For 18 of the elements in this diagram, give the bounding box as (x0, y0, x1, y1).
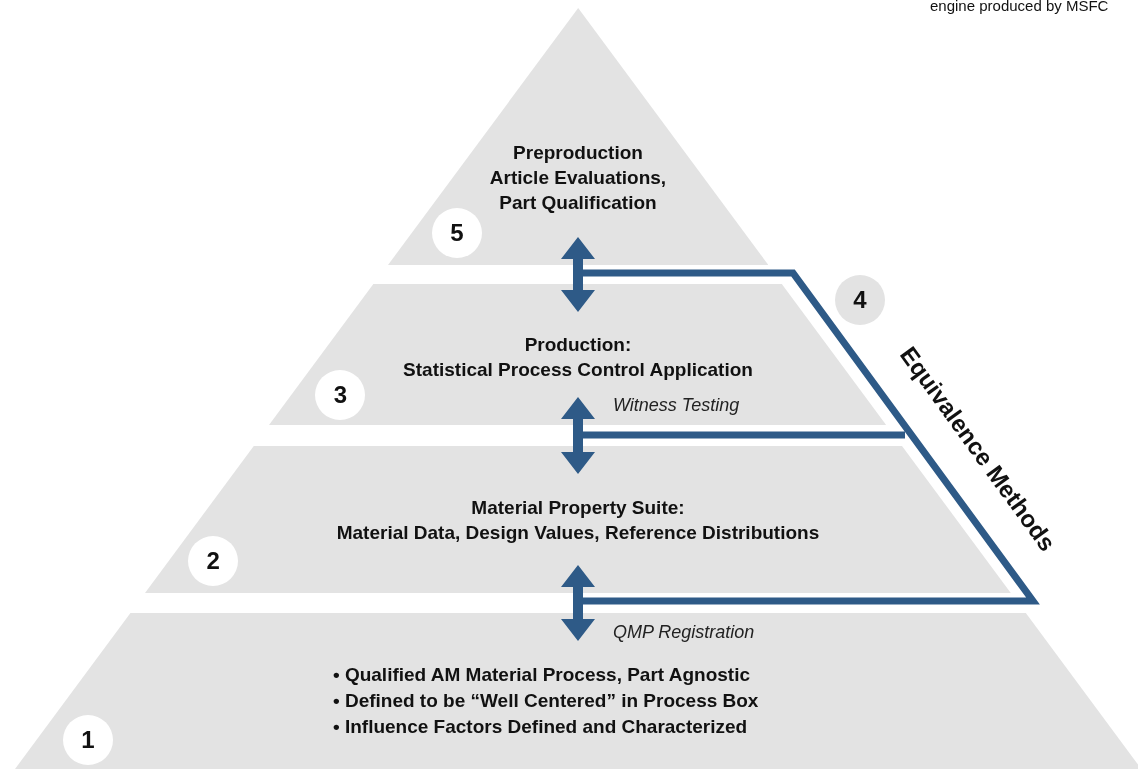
step-number: 4 (835, 275, 885, 325)
tier-heading: Production: (523, 333, 633, 357)
bullet-item: • Influence Factors Defined and Characterized (333, 715, 748, 739)
double-arrow (561, 565, 595, 641)
edge-label: QMP Registration (611, 622, 757, 643)
pyramid-tier (14, 613, 1138, 769)
bullet-item: • Defined to be “Well Centered” in Process Box (333, 689, 759, 713)
source-note: engine produced by MSFC (930, 0, 1109, 14)
bullet-item: • Qualified AM Material Process, Part Agnostic (333, 663, 750, 687)
tier-heading: Material Property Suite: (470, 496, 686, 520)
double-arrow (561, 237, 595, 312)
edge-label: Witness Testing (611, 395, 742, 416)
pyramid-top-tier (387, 8, 769, 265)
double-arrow (561, 397, 595, 474)
tier-text: Preproduction Article Evaluations, Part Qualification (488, 141, 668, 215)
pyramid-tier (269, 284, 887, 425)
tier-text: Material Data, Design Values, Reference Distributions (335, 521, 821, 545)
tier-text: Statistical Process Control Application (402, 358, 754, 382)
